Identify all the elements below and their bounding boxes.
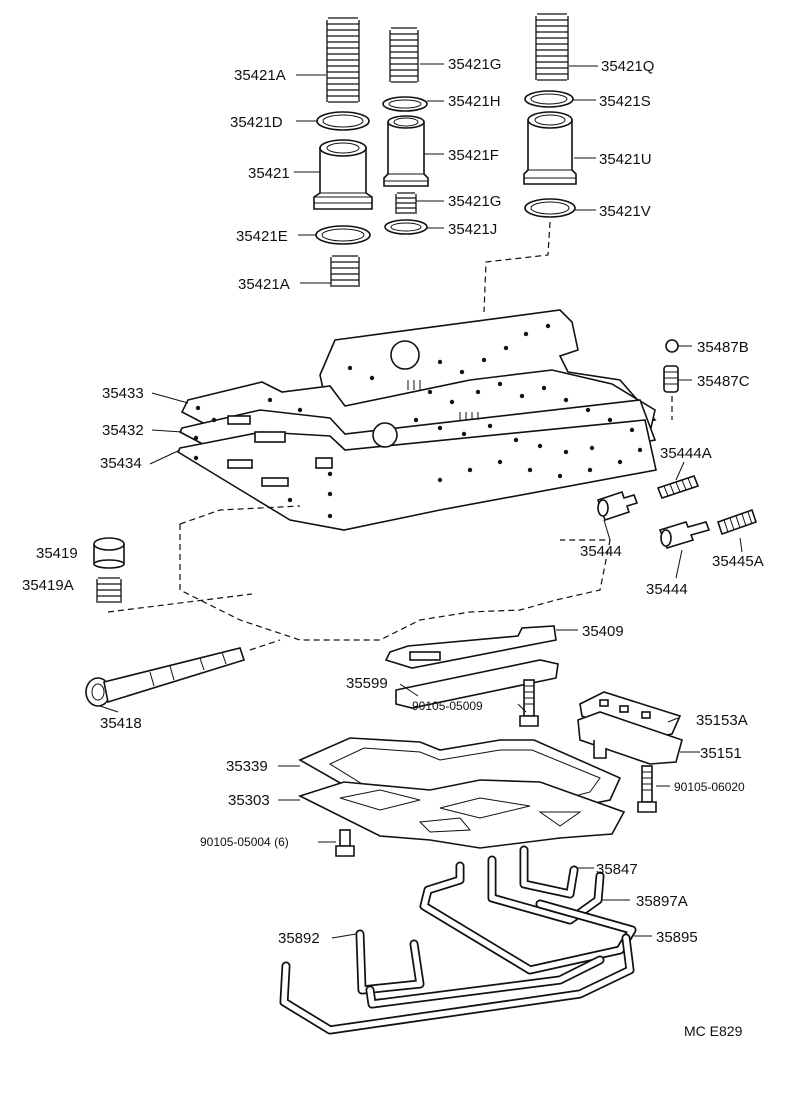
plate-35434 <box>176 419 657 531</box>
plunger-35444-left <box>596 490 639 522</box>
figure-code: MC E829 <box>684 1023 743 1039</box>
block-35151 <box>577 711 683 765</box>
label-35421F: 35421F <box>448 147 499 164</box>
label-35487B: 35487B <box>697 339 749 356</box>
label-35153A: 35153A <box>696 712 748 729</box>
leader-lines <box>99 63 743 939</box>
ring-35421H <box>382 96 428 112</box>
label-35421G-top: 35421G <box>448 56 501 73</box>
bolt-90105-05009 <box>519 679 539 727</box>
label-35421H: 35421H <box>448 93 501 110</box>
label-35433: 35433 <box>102 385 144 402</box>
tube-lower-loop <box>279 933 635 1035</box>
label-35409: 35409 <box>582 623 624 640</box>
label-90105-05004: 90105-05004 (6) <box>200 835 289 849</box>
label-35421G-mid: 35421G <box>448 193 501 210</box>
label-35599: 35599 <box>346 675 388 692</box>
alignment-line-35418 <box>249 639 281 651</box>
label-35434: 35434 <box>100 455 142 472</box>
spring-35421A-top <box>326 17 360 103</box>
label-35421V: 35421V <box>599 203 651 220</box>
plate-holes <box>193 323 643 519</box>
alignment-line-35419 <box>107 593 253 613</box>
label-35421J: 35421J <box>448 221 497 238</box>
label-35444-right: 35444 <box>646 581 688 598</box>
label-90105-06020: 90105-06020 <box>674 780 745 794</box>
label-35419: 35419 <box>36 545 78 562</box>
label-35421: 35421 <box>248 165 290 182</box>
strainer-35303 <box>297 779 626 849</box>
label-35444-left: 35444 <box>580 543 622 560</box>
label-35303: 35303 <box>228 792 270 809</box>
label-90105-05009: 90105-05009 <box>412 699 483 713</box>
label-35895: 35895 <box>656 929 698 946</box>
sleeve-35421U <box>523 111 577 185</box>
label-35892: 35892 <box>278 930 320 947</box>
tube-35892 <box>355 929 425 995</box>
ring-35421J <box>384 219 428 235</box>
label-35421A-top: 35421A <box>234 67 286 84</box>
alignment-line-top <box>483 221 551 313</box>
tube-35847 <box>519 845 579 899</box>
spring-35421A-bottom <box>330 255 360 287</box>
cap-35419 <box>93 537 125 569</box>
label-35432: 35432 <box>102 422 144 439</box>
block-35153A <box>579 691 682 741</box>
label-35421A-bottom: 35421A <box>238 276 290 293</box>
bolt-90105-06020 <box>637 765 657 813</box>
valve-35418 <box>85 647 246 707</box>
label-35151: 35151 <box>700 745 742 762</box>
plunger-35444-right <box>658 521 711 549</box>
label-35444A: 35444A <box>660 445 712 462</box>
plate-35599 <box>395 659 559 709</box>
label-35487C: 35487C <box>697 373 750 390</box>
label-35897A: 35897A <box>636 893 688 910</box>
label-35421S: 35421S <box>599 93 651 110</box>
sleeve-35421 <box>313 139 373 210</box>
spring-35421Q <box>535 13 569 81</box>
label-35421D: 35421D <box>230 114 283 131</box>
spring-35487C <box>663 365 679 393</box>
label-35421E: 35421E <box>236 228 288 245</box>
label-35421U: 35421U <box>599 151 652 168</box>
valve-body-outline <box>179 505 611 641</box>
ring-35421S <box>524 90 574 108</box>
bolt-90105-05004 <box>335 829 355 857</box>
sleeve-35421F <box>383 115 429 187</box>
label-35445A: 35445A <box>712 553 764 570</box>
label-35419A: 35419A <box>22 577 74 594</box>
spring-35421G-top <box>389 27 419 83</box>
spring-35444A <box>656 475 700 499</box>
spring-35421G-mid <box>395 192 417 214</box>
tube-35895 <box>419 861 637 975</box>
tube-35897A <box>487 855 605 925</box>
label-35421Q: 35421Q <box>601 58 654 75</box>
ball-35487B <box>665 339 679 353</box>
label-35418: 35418 <box>100 715 142 732</box>
label-35847: 35847 <box>596 861 638 878</box>
spring-35419A <box>96 577 122 603</box>
spring-35445A <box>716 508 758 536</box>
label-35339: 35339 <box>226 758 268 775</box>
plate-35409 <box>384 625 557 669</box>
